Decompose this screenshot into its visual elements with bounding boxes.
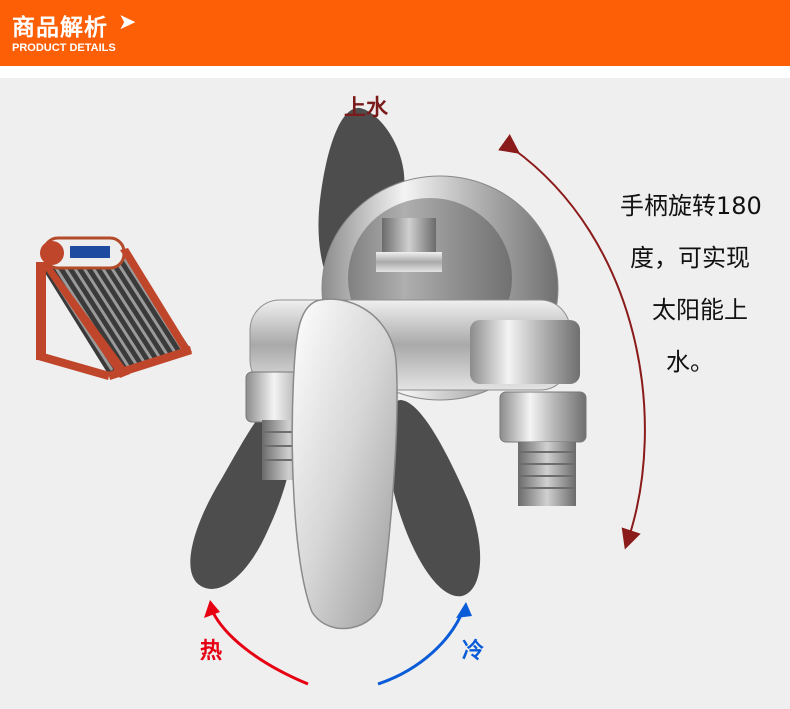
description-line-2: 度，可实现 <box>630 244 750 272</box>
rotation-arrow <box>498 134 646 550</box>
label-hot: 热 <box>200 639 223 664</box>
description-line-3: 太阳能上 <box>652 296 748 324</box>
cold-water-arrow <box>377 607 466 686</box>
description-text: 手柄旋转180 度，可实现 太阳能上 水。 <box>620 180 790 388</box>
description-line-4: 水。 <box>666 348 714 376</box>
label-water-supply: 上水 <box>344 96 389 121</box>
section-title: 商品解析 <box>12 15 108 41</box>
hot-water-arrow <box>208 605 309 686</box>
section-subtitle: PRODUCT DETAILS <box>12 42 116 54</box>
section-header: 商品解析 ➤ PRODUCT DETAILS <box>0 0 790 66</box>
arrow-right-icon: ➤ <box>118 10 137 35</box>
description-line-1: 手柄旋转180 <box>620 192 762 220</box>
shower-faucet-image <box>245 175 587 630</box>
handle-position-cold <box>387 400 481 597</box>
solar-water-heater-image <box>36 236 192 380</box>
label-cold: 冷 <box>462 639 485 664</box>
